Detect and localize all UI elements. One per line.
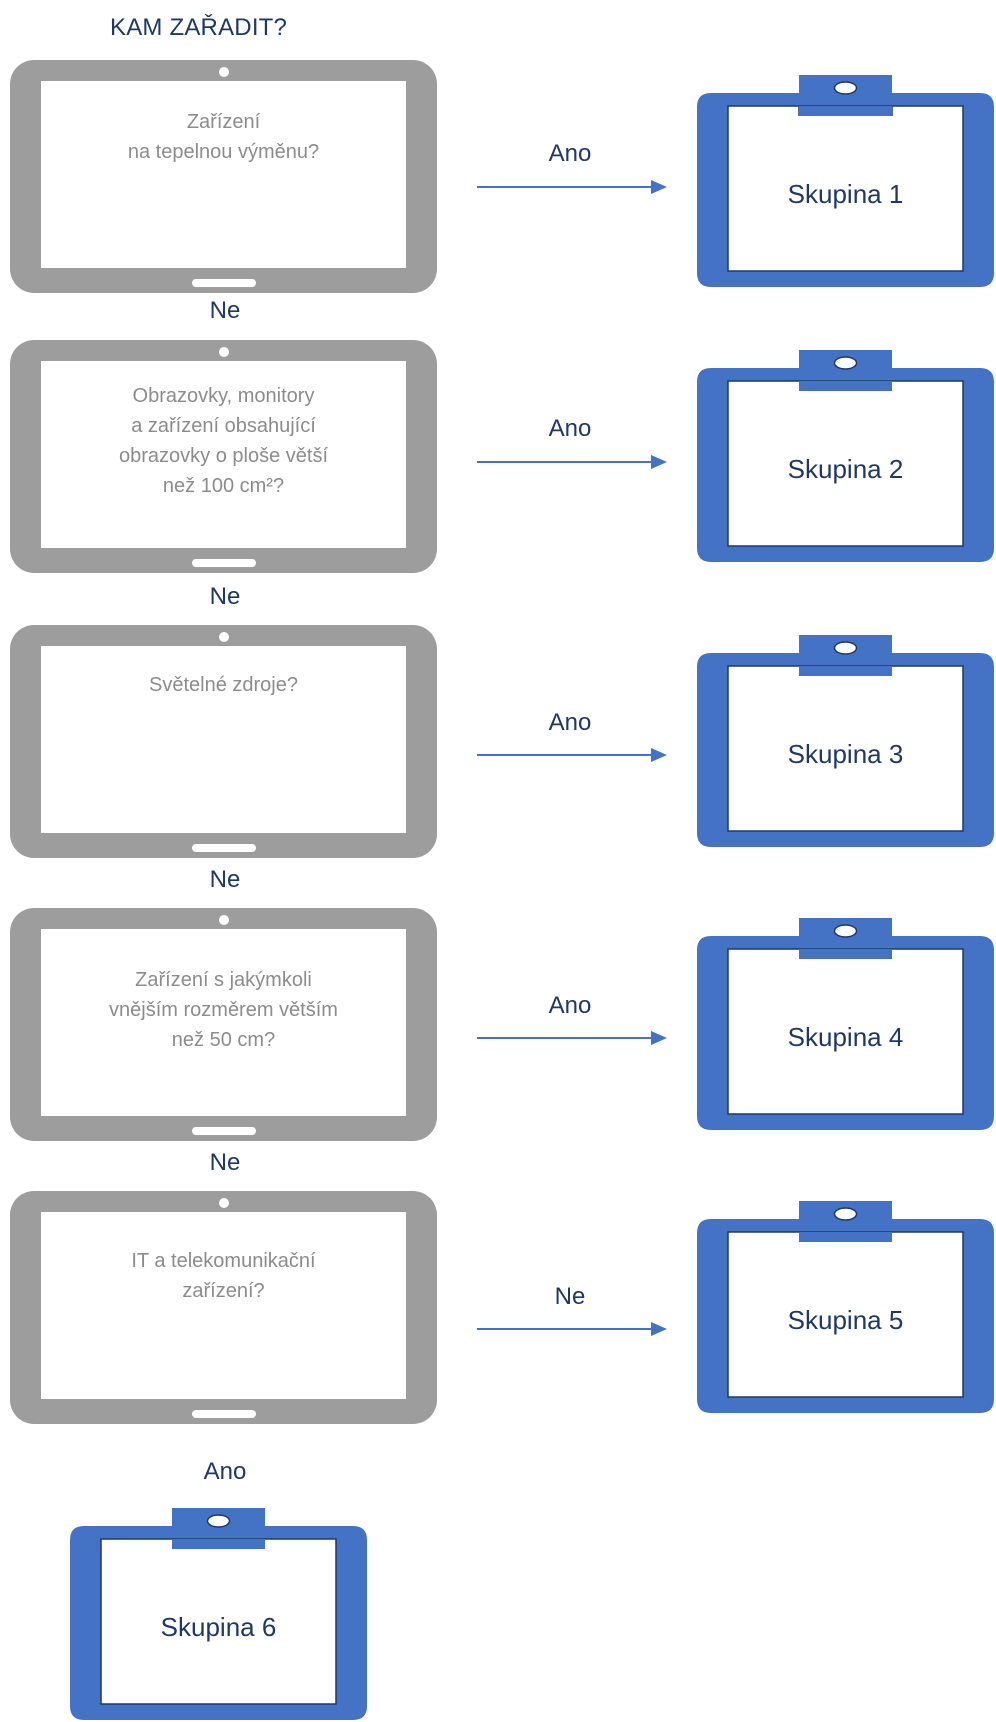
group-clipboard-6: Skupina 6 (70, 1508, 367, 1720)
no-branch-label: Ne (209, 297, 241, 324)
home-bar-icon (191, 1410, 256, 1418)
question-box-1: Zařízení na tepelnou výměnu? (10, 60, 437, 293)
question-text: Světelné zdroje? (149, 674, 298, 696)
group-clipboard-4: Skupina 4 (697, 918, 994, 1130)
group-label: Skupina 3 (787, 739, 904, 769)
home-bar-icon (191, 559, 256, 567)
camera-dot-icon (218, 915, 229, 925)
no-branch-label: Ne (554, 1283, 586, 1310)
question-box-3: Světelné zdroje? (10, 625, 437, 858)
question-screen: Zařízení na tepelnou výměnu? (41, 81, 406, 268)
question-screen: IT a telekomunikační zařízení? (41, 1212, 406, 1399)
camera-dot-icon (218, 347, 229, 357)
clipboard-icon (697, 1201, 994, 1413)
group-label: Skupina 4 (787, 1022, 904, 1052)
yes-branch-label: Ano (548, 140, 592, 167)
no-branch-label: Ne (209, 1149, 241, 1176)
question-box-2: Obrazovky, monitory a zařízení obsahujíc… (10, 340, 437, 573)
question-screen: Světelné zdroje? (41, 646, 406, 833)
group-clipboard-1: Skupina 1 (697, 75, 994, 287)
yes-branch-label: Ano (548, 415, 592, 442)
clipboard-icon (697, 350, 994, 562)
question-text: Obrazovky, monitory a zařízení obsahujíc… (119, 385, 328, 497)
arrow-right-icon (477, 180, 667, 194)
question-text: IT a telekomunikační zařízení? (131, 1250, 316, 1302)
home-bar-icon (191, 279, 256, 287)
question-text: Zařízení na tepelnou výměnu? (127, 111, 320, 163)
group-label: Skupina 2 (787, 454, 904, 484)
clipboard-icon (70, 1508, 367, 1720)
arrow-right-icon (477, 455, 667, 469)
arrow-right-icon (477, 1322, 667, 1336)
page-title: KAM ZAŘADIT? (110, 14, 288, 41)
question-screen: Zařízení s jakýmkoli vnějším rozměrem vě… (41, 929, 406, 1116)
question-text: Zařízení s jakýmkoli vnějším rozměrem vě… (109, 969, 338, 1051)
yes-branch-label: Ano (548, 709, 592, 736)
no-branch-label: Ne (209, 583, 241, 610)
group-clipboard-2: Skupina 2 (697, 350, 994, 562)
group-label: Skupina 6 (160, 1612, 277, 1642)
question-box-4: Zařízení s jakýmkoli vnějším rozměrem vě… (10, 908, 437, 1141)
clipboard-icon (697, 635, 994, 847)
home-bar-icon (191, 1127, 256, 1135)
camera-dot-icon (218, 67, 229, 77)
camera-dot-icon (218, 1198, 229, 1208)
group-clipboard-5: Skupina 5 (697, 1201, 994, 1413)
clipboard-icon (697, 75, 994, 287)
yes-branch-label: Ano (548, 992, 592, 1019)
arrow-right-icon (477, 748, 667, 762)
arrow-right-icon (477, 1031, 667, 1045)
group-clipboard-3: Skupina 3 (697, 635, 994, 847)
group-label: Skupina 5 (787, 1305, 904, 1335)
group-label: Skupina 1 (787, 179, 904, 209)
clipboard-icon (697, 918, 994, 1130)
home-bar-icon (191, 844, 256, 852)
question-screen: Obrazovky, monitory a zařízení obsahujíc… (41, 361, 406, 548)
no-branch-label: Ne (209, 866, 241, 893)
yes-branch-label: Ano (203, 1458, 247, 1485)
camera-dot-icon (218, 632, 229, 642)
question-box-5: IT a telekomunikační zařízení? (10, 1191, 437, 1424)
